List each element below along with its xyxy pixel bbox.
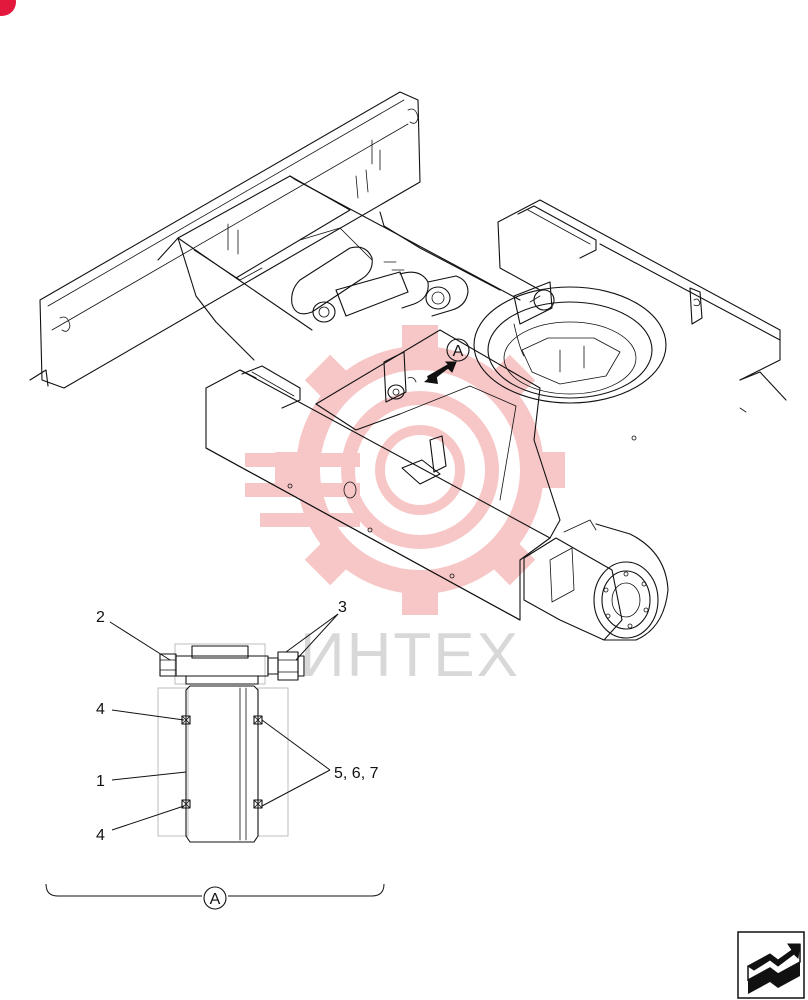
- gear-logo-icon: [245, 325, 565, 615]
- detail-a-bracket: [45, 883, 385, 910]
- pin-location-right: [513, 281, 555, 357]
- view-marker-label: A: [453, 343, 464, 360]
- pin-bolt: [159, 645, 305, 685]
- view-direction-arrow-icon: [424, 361, 457, 384]
- dozer-blade: [29, 91, 421, 389]
- callout-5-6-7: 5, 6, 7: [334, 765, 379, 782]
- blade-cylinder: [291, 246, 469, 323]
- push-arms: [157, 175, 521, 361]
- callout-4-bottom: 4: [96, 827, 105, 844]
- callout-3: 3: [338, 599, 347, 616]
- watermark-text: ИНТЕХ: [300, 621, 520, 690]
- leader-lines: [109, 613, 339, 831]
- callout-2: 2: [96, 609, 105, 626]
- track-frame-right: [497, 199, 787, 441]
- undercarriage-frame: A: [29, 91, 787, 641]
- detail-a-label: A: [210, 891, 221, 908]
- pin-location-left: [383, 351, 417, 403]
- view-marker-circle: [446, 338, 470, 362]
- track-frame-left: [205, 329, 561, 621]
- return-arrow-icon[interactable]: [737, 931, 805, 999]
- callout-1: 1: [96, 773, 105, 790]
- detail-a-view: 2 3 4 1 4 5, 6, 7 A: [45, 599, 385, 910]
- seal-rings: [181, 715, 263, 809]
- callout-4-top: 4: [96, 701, 105, 718]
- swing-bearing: [473, 286, 667, 404]
- drive-motor: [523, 519, 669, 641]
- red-dot-icon: [0, 0, 16, 16]
- bushing-pin: [185, 685, 259, 843]
